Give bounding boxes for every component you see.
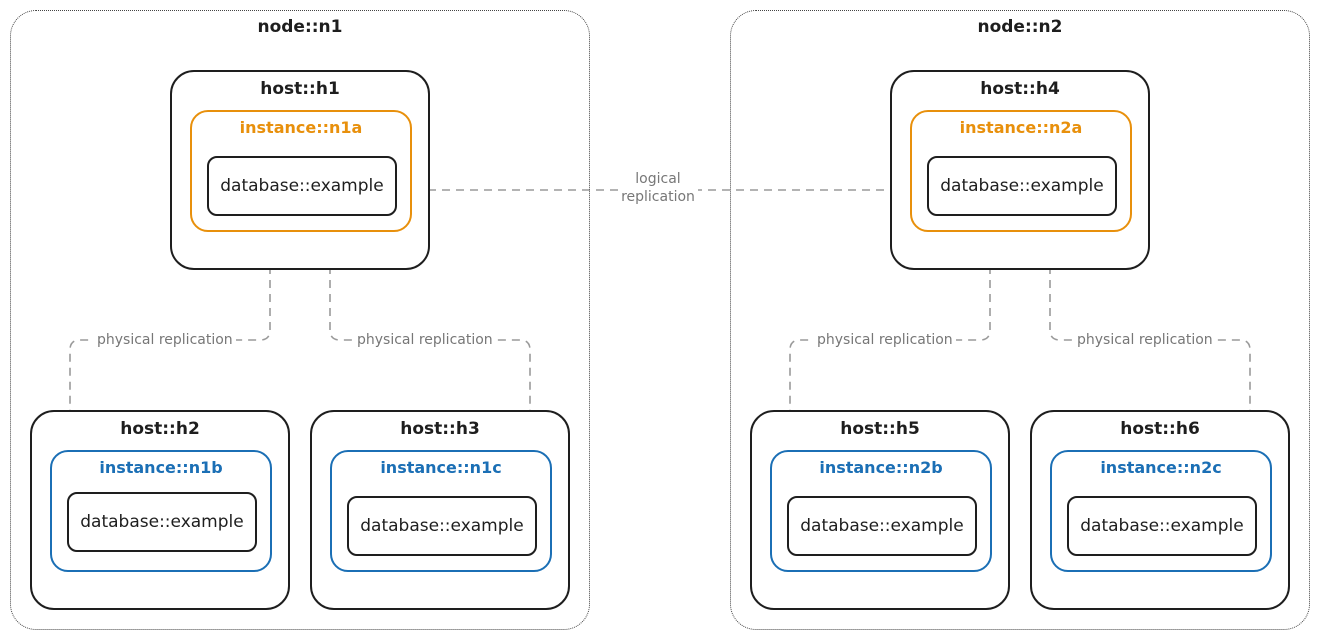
physical-replication-label: physical replication [94,331,236,349]
instance-n1c[interactable]: instance::n1c database::example [330,450,552,572]
physical-replication-label: physical replication [354,331,496,349]
database-box[interactable]: database::example [927,156,1117,216]
host-h4[interactable]: host::h4 instance::n2a database::example [890,70,1150,270]
logical-label-line1: logical [635,171,681,187]
node-group-n1: node::n1 [10,10,590,630]
node-group-n2: node::n2 [730,10,1310,630]
instance-n2c[interactable]: instance::n2c database::example [1050,450,1272,572]
node-title: node::n1 [257,17,343,37]
database-box[interactable]: database::example [67,492,257,552]
host-h2[interactable]: host::h2 instance::n1b database::example [30,410,290,610]
instance-n1a[interactable]: instance::n1a database::example [190,110,412,232]
database-box[interactable]: database::example [787,496,977,556]
logical-replication-label: logical replication [618,170,698,206]
database-box[interactable]: database::example [1067,496,1257,556]
host-h5[interactable]: host::h5 instance::n2b database::example [750,410,1010,610]
instance-n2b[interactable]: instance::n2b database::example [770,450,992,572]
physical-replication-label: physical replication [814,331,956,349]
instance-title: instance::n1c [380,458,502,477]
database-box[interactable]: database::example [207,156,397,216]
host-h1[interactable]: host::h1 instance::n1a database::example [170,70,430,270]
host-h3[interactable]: host::h3 instance::n1c database::example [310,410,570,610]
physical-replication-label: physical replication [1074,331,1216,349]
host-title: host::h3 [400,419,480,439]
host-title: host::h1 [260,79,340,99]
host-h6[interactable]: host::h6 instance::n2c database::example [1030,410,1290,610]
node-title: node::n2 [977,17,1063,37]
instance-title: instance::n1a [239,118,363,137]
instance-title: instance::n2c [1100,458,1222,477]
host-title: host::h6 [1120,419,1200,439]
host-title: host::h4 [980,79,1060,99]
host-title: host::h2 [120,419,200,439]
instance-n2a[interactable]: instance::n2a database::example [910,110,1132,232]
host-title: host::h5 [840,419,920,439]
instance-title: instance::n1b [99,458,223,477]
instance-n1b[interactable]: instance::n1b database::example [50,450,272,572]
logical-label-line2: replication [621,189,695,205]
instance-title: instance::n2b [819,458,943,477]
database-box[interactable]: database::example [347,496,537,556]
instance-title: instance::n2a [959,118,1083,137]
